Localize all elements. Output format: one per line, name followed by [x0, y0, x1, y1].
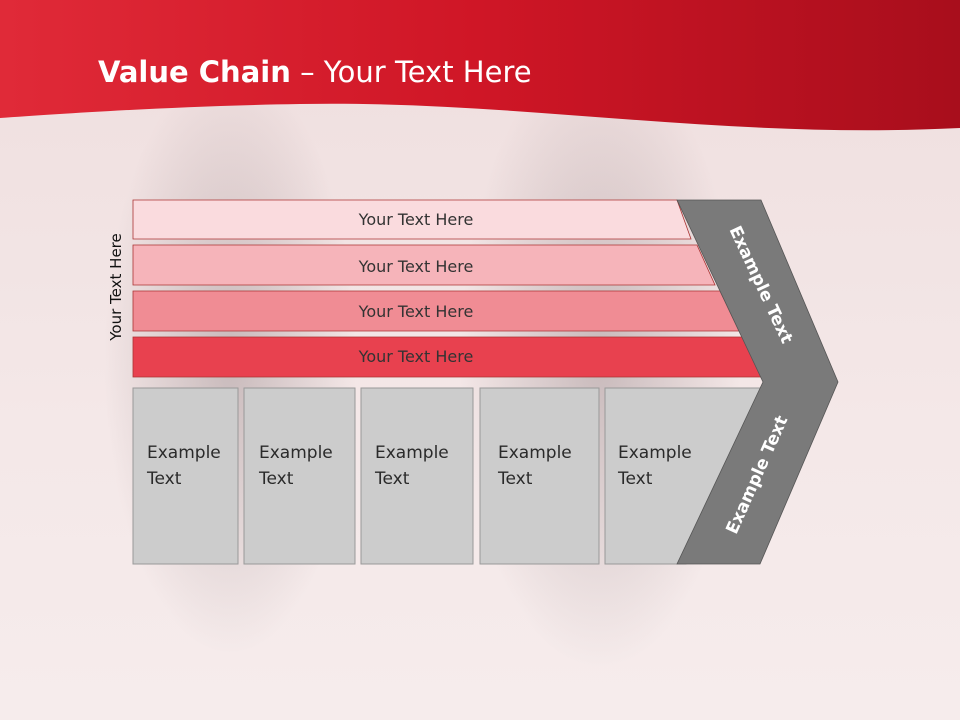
chevron-arrow	[676, 199, 839, 565]
column-5-line2: Text	[617, 469, 653, 489]
svg-text:Text: Text	[374, 639, 410, 659]
svg-text:Example: Example	[147, 665, 221, 685]
bar-4-label: Your Text Here	[358, 347, 474, 366]
column-1-line1: Example	[147, 443, 221, 463]
column-3-line2: Text	[374, 469, 410, 489]
column-2	[243, 387, 356, 565]
bar-1-label: Your Text Here	[358, 210, 474, 229]
title-bold: Value Chain	[98, 55, 291, 89]
header-banner	[0, 0, 960, 131]
column-3	[360, 387, 474, 565]
column-4	[479, 387, 600, 565]
column-3-line1: Example	[375, 443, 449, 463]
svg-text:Text: Text	[146, 639, 182, 659]
svg-text:Example: Example	[618, 665, 692, 685]
svg-text:Text: Text	[258, 639, 294, 659]
column-1	[132, 387, 239, 565]
bar-2-label: Your Text Here	[358, 257, 474, 276]
svg-text:Example: Example	[375, 665, 449, 685]
bar-1	[132, 199, 692, 240]
svg-text:Text: Text	[497, 639, 533, 659]
svg-text:Text: Text	[617, 639, 653, 659]
bar-2	[132, 244, 716, 286]
slide-title: Value Chain – Your Text Here	[98, 55, 532, 89]
column-1-line2: Text	[146, 469, 182, 489]
title-rest: – Your Text Here	[290, 55, 532, 89]
bar-3-label: Your Text Here	[358, 302, 474, 321]
column-4-line2: Text	[497, 469, 533, 489]
column-4-line1: Example	[498, 443, 572, 463]
column-2-line1: Example	[259, 443, 333, 463]
column-2-line2: Text	[258, 469, 294, 489]
reflection: Example Text Example Text Example Text E…	[132, 563, 827, 720]
column-5-line1: Example	[618, 443, 692, 463]
svg-text:Example: Example	[498, 665, 572, 685]
svg-text:Example: Example	[259, 665, 333, 685]
